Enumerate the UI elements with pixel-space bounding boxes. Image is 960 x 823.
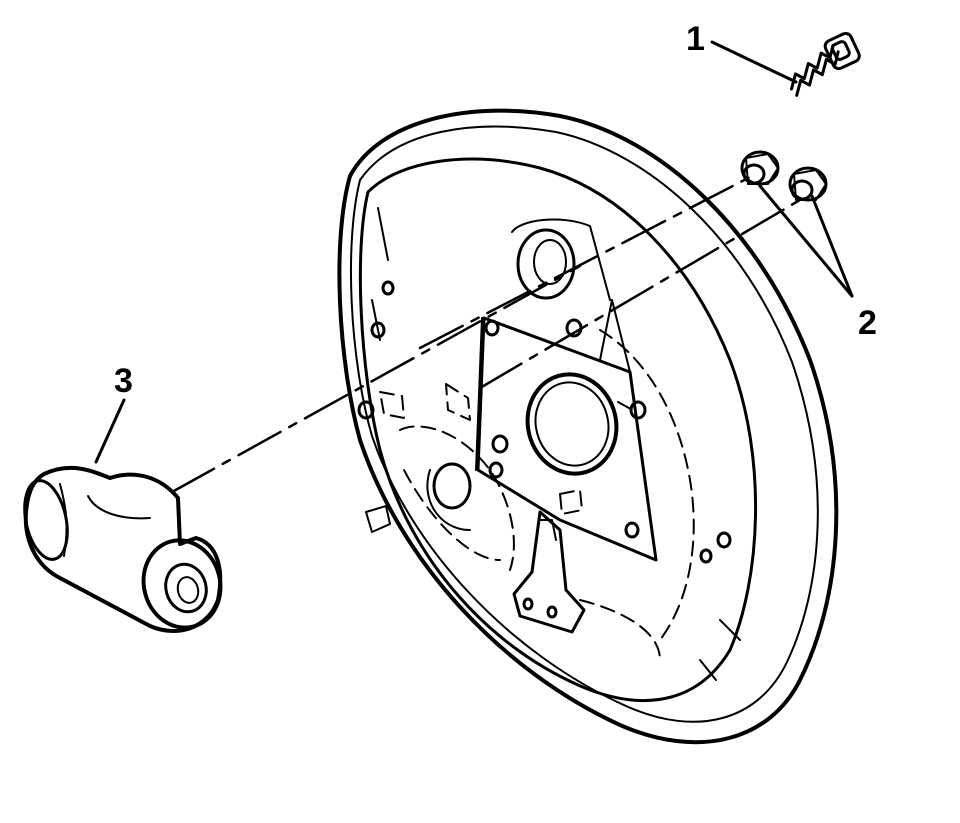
leader-line-2a	[758, 184, 854, 298]
mounting-bolt-icon	[740, 150, 828, 202]
wheel-cylinder-icon	[23, 465, 223, 633]
callout-2: 2	[858, 304, 877, 342]
leader-line-2b	[810, 194, 854, 298]
backing-plate	[337, 108, 839, 745]
leader-line-1	[710, 40, 798, 84]
bleeder-screw-icon	[790, 31, 861, 97]
assembly-centerlines	[170, 174, 802, 494]
callout-3: 3	[114, 362, 133, 400]
leader-line-3	[94, 398, 126, 464]
leader-lines	[94, 40, 854, 464]
callout-1: 1	[686, 20, 705, 58]
